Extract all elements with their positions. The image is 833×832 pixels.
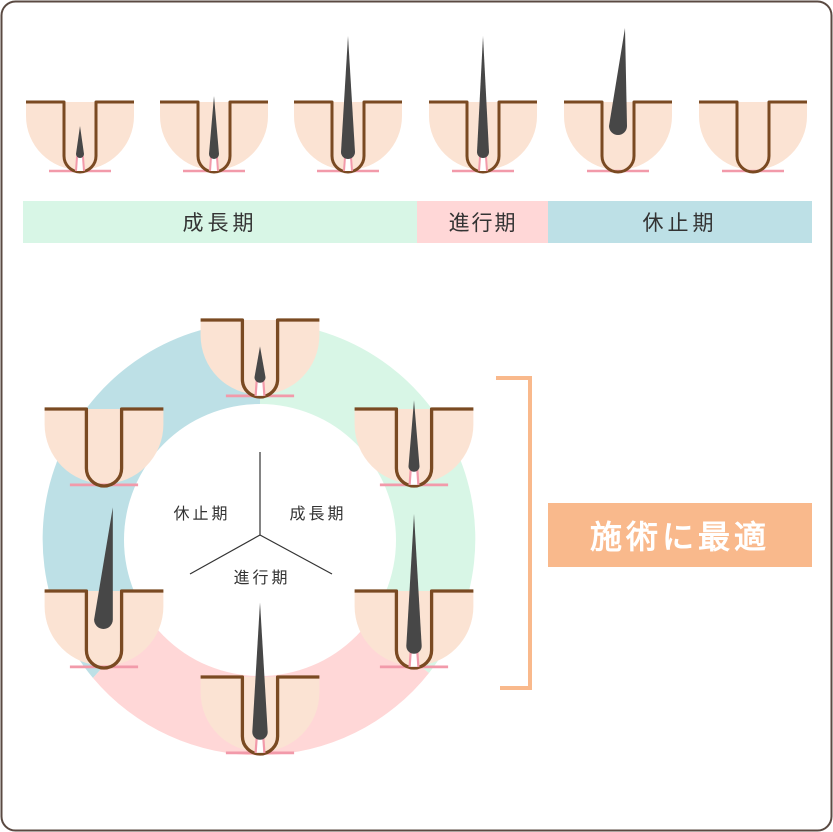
- ring-follicle-top: [198, 318, 322, 399]
- cycle-growth-label: 成長期: [289, 504, 346, 523]
- regression-bar-label: 進行期: [449, 211, 518, 235]
- ring-follicle-lower-right: [352, 514, 476, 670]
- hair-shaft: [477, 36, 489, 158]
- ring-follicle-upper-right: [352, 400, 476, 488]
- inner-disc: [124, 404, 396, 676]
- cycle-regression-label: 進行期: [233, 568, 290, 587]
- growth-bracket: [496, 376, 532, 690]
- top-follicle-1: [24, 100, 136, 174]
- rest-bar: [548, 201, 812, 243]
- growth-bar-label: 成長期: [183, 211, 258, 235]
- top-follicle-5: [562, 28, 674, 174]
- hair-shaft: [406, 514, 422, 654]
- ring-follicle-bottom: [198, 602, 322, 756]
- regression-bar: [417, 201, 548, 243]
- cycle-rest-label: 休止期: [173, 504, 230, 523]
- rest-bar-label: 休止期: [643, 211, 718, 235]
- hair-shaft: [94, 507, 113, 629]
- top-follicle-4: [427, 36, 539, 174]
- top-follicle-2: [158, 96, 270, 174]
- top-follicle-3: [292, 36, 404, 174]
- hair-shaft: [209, 96, 219, 159]
- ring-follicle-lower-left: [42, 507, 166, 670]
- callout-label: 施術に最適: [590, 518, 770, 556]
- hair-shaft: [341, 36, 355, 159]
- hair-shaft: [252, 602, 268, 740]
- callout-badge: 施術に最適: [548, 503, 812, 567]
- growth-bar: [23, 201, 417, 243]
- phase-bar: 成長期 進行期 休止期: [23, 201, 812, 243]
- hair-shaft: [76, 126, 84, 158]
- hair-shaft: [408, 400, 420, 472]
- hair-shaft: [609, 28, 627, 135]
- hair-shaft: [254, 346, 266, 383]
